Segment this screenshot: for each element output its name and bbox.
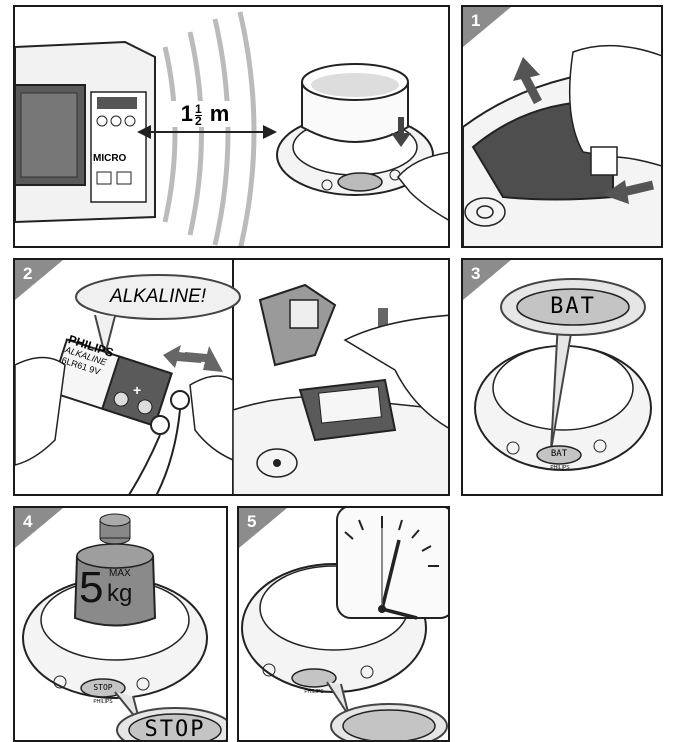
bat-lcd-small: BAT — [543, 449, 575, 459]
step-number-2: 2 — [23, 264, 32, 284]
step-number-3: 3 — [471, 264, 480, 284]
distance-whole: 1 — [181, 101, 193, 126]
brand-small-5: PHILIPS — [296, 689, 332, 695]
weight-value: 5 — [79, 566, 103, 610]
step-number-5: 5 — [247, 512, 256, 532]
microwave-brand-label: MICRO — [93, 153, 126, 164]
step-badge-3: 3 — [463, 260, 523, 300]
weight-max: MAX — [109, 568, 131, 579]
step-badge-4: 4 — [15, 508, 75, 548]
step-badge-2: 2 — [15, 260, 75, 300]
bat-lcd-large: BAT — [533, 294, 613, 319]
microwave-scene-illustration — [15, 7, 450, 248]
step-badge-5: 5 — [239, 508, 299, 548]
brand-small-3: PHILIPS — [543, 465, 577, 471]
distance-denominator: 2 — [195, 116, 202, 127]
step-number-1: 1 — [471, 11, 480, 31]
distance-unit: m — [210, 101, 230, 126]
stop-lcd-large: STOP — [133, 717, 217, 742]
battery-insertion-illustration — [15, 260, 450, 496]
panel-step-4: 4 5 MAX kg STOP PHILIPS STOP — [13, 506, 228, 742]
panel-step-2: 2 ALKALINE! PHILIPS ALKALINE 6LR61 9V + — [13, 258, 450, 496]
battery-plus-sign: + — [133, 382, 141, 398]
alkaline-callout-text: ALKALINE! — [88, 286, 228, 308]
weight-unit: kg — [107, 580, 132, 608]
panel-step-5: 5 PHILIPS — [237, 506, 450, 742]
panel-step-3: 3 BAT BAT PHILIPS — [461, 258, 663, 496]
brand-small-4: PHILIPS — [85, 699, 121, 705]
step-number-4: 4 — [23, 512, 32, 532]
panel-step-1: 1 — [461, 5, 663, 248]
step-badge-1: 1 — [463, 7, 523, 47]
stop-lcd-small: STOP — [85, 683, 121, 692]
